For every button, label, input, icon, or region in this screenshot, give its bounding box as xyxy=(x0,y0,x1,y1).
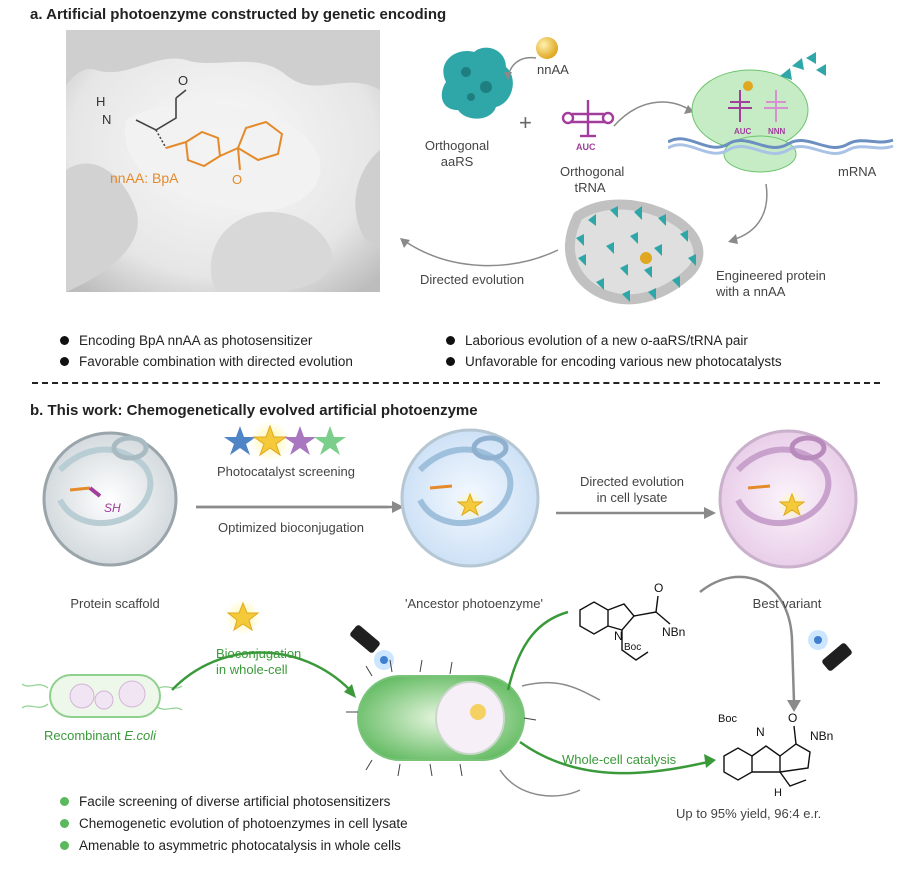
bullet-b-1: Facile screening of diverse artificial p… xyxy=(60,794,390,809)
svg-text:N: N xyxy=(102,112,111,127)
best-variant-label: Best variant xyxy=(752,596,822,611)
svg-text:AUC: AUC xyxy=(734,127,752,136)
nnaa-bpa-label: nnAA: BpA xyxy=(110,170,179,186)
whole-cell-catalyst xyxy=(346,659,537,777)
nnaa-binding-arrow xyxy=(504,56,537,80)
whole-cell-catalysis-arrow xyxy=(519,740,709,775)
bullet-a-3: Laborious evolution of a new o-aaRS/tRNA… xyxy=(446,333,748,348)
orthogonal-aars-icon xyxy=(441,47,513,119)
svg-text:NBn: NBn xyxy=(810,729,833,743)
best-variant-circle xyxy=(718,429,858,569)
engineered-protein-label: Engineered protein with a nnAA xyxy=(716,268,826,299)
bpa-molecule xyxy=(135,89,187,149)
svg-text:O: O xyxy=(178,73,188,88)
yield-label: Up to 95% yield, 96:4 e.r. xyxy=(676,806,822,821)
section-a-title: a. Artificial photoenzyme constructed by… xyxy=(30,6,447,23)
ecoli-cell xyxy=(21,674,183,718)
section-divider xyxy=(32,382,880,384)
svg-text:Boc: Boc xyxy=(718,713,737,725)
svg-text:H: H xyxy=(96,94,105,109)
svg-text:O: O xyxy=(788,711,797,725)
plus-sign: + xyxy=(519,110,532,135)
substrate-structure xyxy=(579,595,671,661)
orthogonal-aars-label: Orthogonal aaRS xyxy=(424,138,490,169)
directed-evolution-arrow xyxy=(400,238,559,267)
substrate-uptake-arrow xyxy=(506,610,569,691)
orthogonal-trna-icon: AUC xyxy=(561,100,615,152)
orthogonal-trna-label: Orthogonal tRNA xyxy=(560,164,625,195)
svg-text:Boc: Boc xyxy=(624,642,641,653)
ancestor-photoenzyme-circle xyxy=(400,428,540,568)
svg-text:O: O xyxy=(654,581,663,595)
mrna-label: mRNA xyxy=(838,164,877,179)
bullet-b-2: Chemogenetic evolution of photoenzymes i… xyxy=(60,816,408,831)
protein-scaffold-circle: SH xyxy=(42,431,178,567)
protein-scaffold-label: Protein scaffold xyxy=(70,596,160,611)
flashlight-icon-2 xyxy=(808,630,852,671)
ribosome-to-protein-arrow xyxy=(728,183,768,244)
optimized-bioconjugation-label: Optimized bioconjugation xyxy=(218,520,364,535)
ancestor-photoenzyme-label: 'Ancestor photoenzyme' xyxy=(405,596,543,611)
codon-label: NNN xyxy=(768,127,786,136)
section-b-title: b. This work: Chemogenetically evolved a… xyxy=(30,402,478,419)
recombinant-ecoli-label: Recombinant E.coli xyxy=(44,728,157,743)
svg-text:NBn: NBn xyxy=(662,625,685,639)
bullet-a-1: Encoding BpA nnAA as photosensitizer xyxy=(60,333,312,348)
sh-label: SH xyxy=(104,501,121,515)
bioconjugation-wholecell-label: Bioconjugation in whole-cell xyxy=(216,646,302,677)
bullet-a-2: Favorable combination with directed evol… xyxy=(60,354,353,369)
bullet-a-4: Unfavorable for encoding various new pho… xyxy=(446,354,782,369)
bioconjugation-arrow xyxy=(171,651,351,691)
product-structure xyxy=(723,725,811,787)
directed-evolution-lysate-label: Directed evolution in cell lysate xyxy=(579,474,685,505)
nnaa-ball-icon xyxy=(536,37,558,59)
catalyst-stars xyxy=(224,421,346,461)
svg-text:N: N xyxy=(756,725,765,739)
svg-text:H: H xyxy=(774,787,782,799)
directed-evolution-label: Directed evolution xyxy=(420,272,525,287)
trna-to-ribosome-arrow xyxy=(613,101,694,127)
bullet-b-3: Amenable to asymmetric photocatalysis in… xyxy=(60,838,401,853)
trna-anticodon: AUC xyxy=(576,142,596,152)
svg-text:N: N xyxy=(614,629,623,643)
nnaa-label: nnAA xyxy=(537,62,569,77)
engineered-protein-icon xyxy=(564,199,704,305)
best-variant-catalysis-arrow xyxy=(699,575,796,703)
whole-cell-catalysis-label: Whole-cell catalysis xyxy=(562,752,677,767)
svg-text:O: O xyxy=(232,172,242,187)
protein-surface-image: N H O O xyxy=(66,30,380,292)
ribosome-translation-icon: AUC NNN xyxy=(668,52,894,173)
photocatalyst-screening-label: Photocatalyst screening xyxy=(216,464,356,479)
flashlight-icon-1 xyxy=(350,625,394,670)
